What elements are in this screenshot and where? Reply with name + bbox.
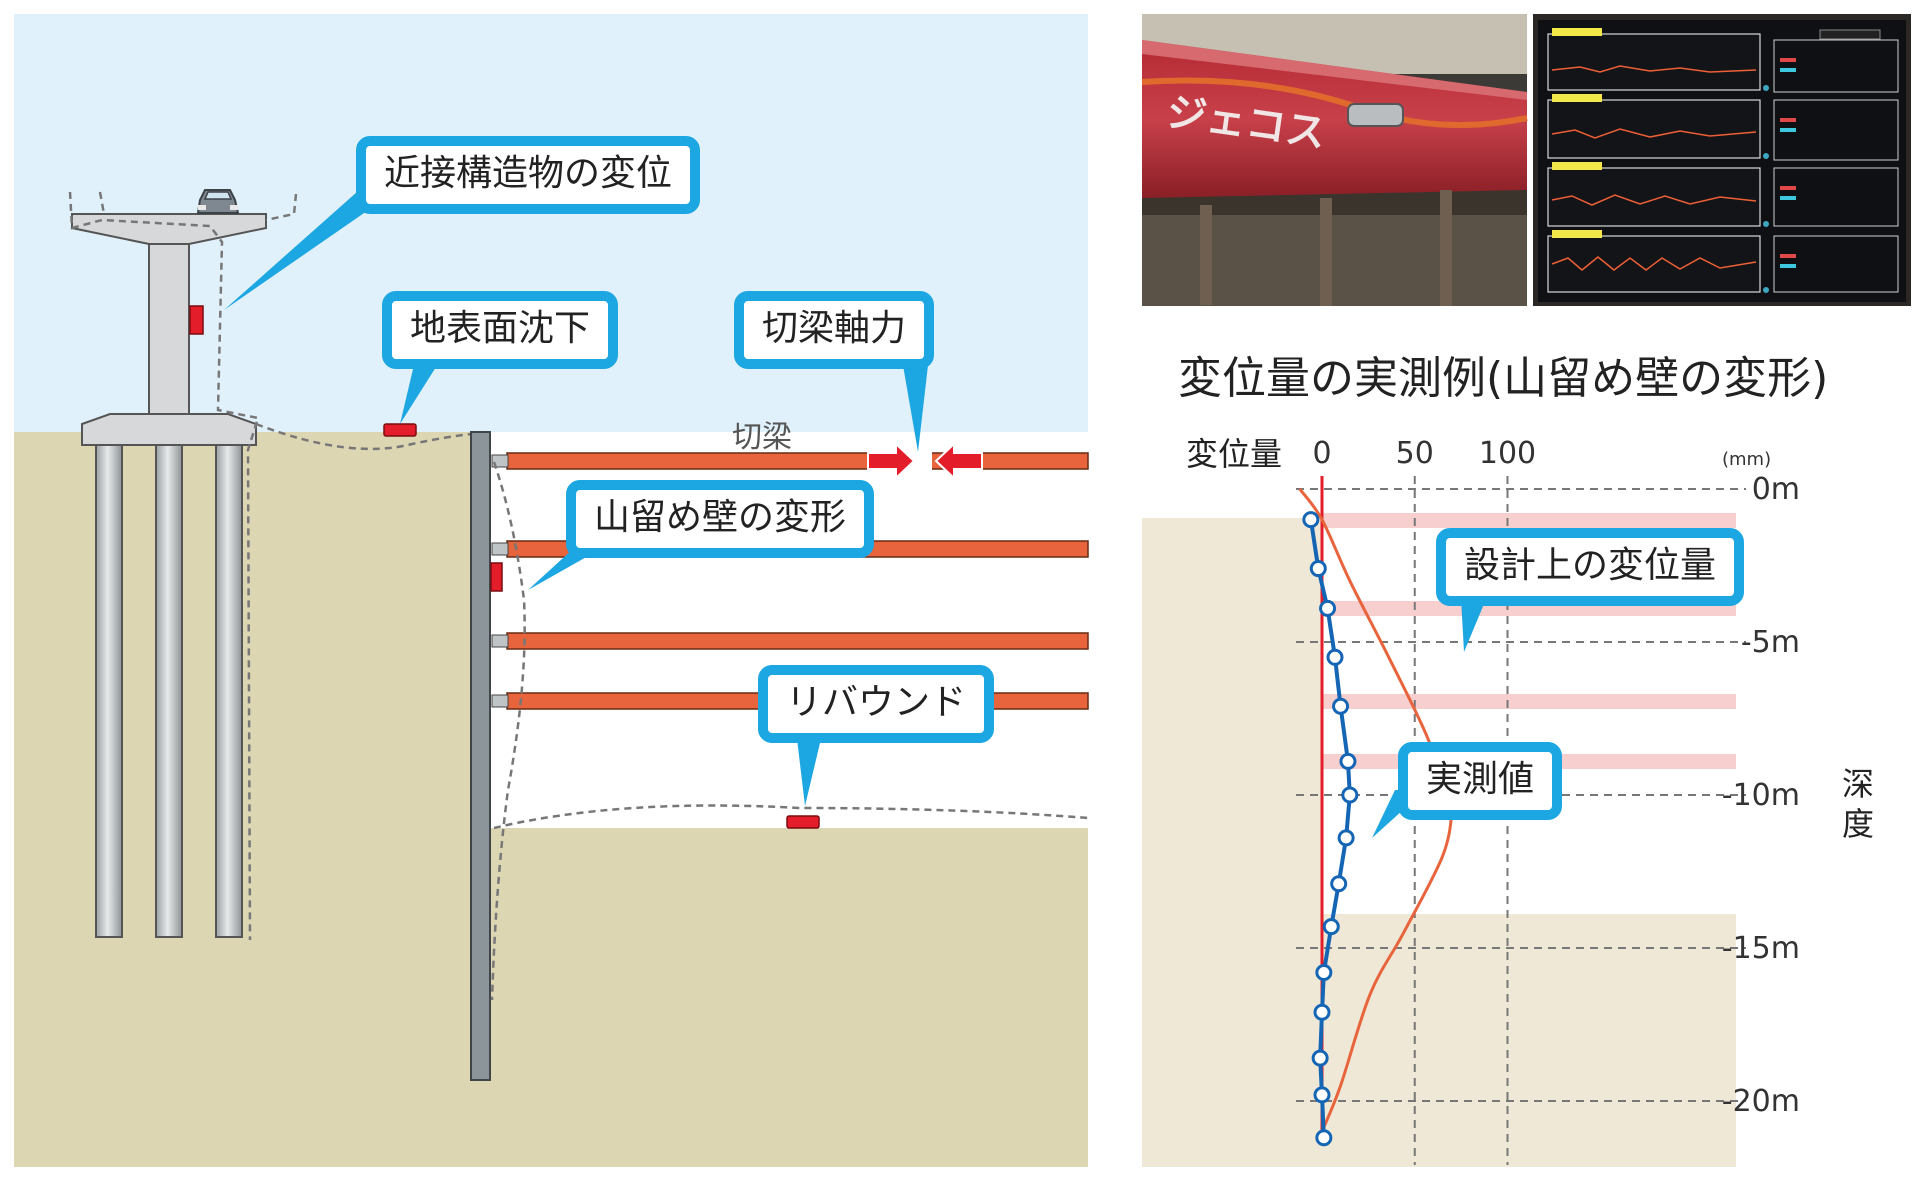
strut-label: 切梁	[732, 420, 792, 455]
measured-point	[1311, 1049, 1329, 1067]
retaining-wall	[470, 431, 491, 1081]
structure-displaced-outline	[98, 191, 298, 222]
measured-point	[1309, 560, 1327, 578]
y-axis-label-char: 深	[1842, 765, 1874, 803]
strut-bracket	[491, 542, 509, 556]
structure-pier	[148, 243, 190, 415]
structure-pile	[155, 444, 183, 938]
y-axis-ticks: 0m -5m -10m -15m -20m	[1722, 472, 1800, 1119]
x-tick-label: 0	[1312, 436, 1331, 471]
y-tick-label: -5m	[1741, 625, 1800, 660]
strut-beam	[506, 452, 1089, 470]
strut-bracket	[491, 634, 509, 648]
structure-sensor	[189, 305, 204, 335]
design-displacement-callout: 設計上の変位量	[1436, 528, 1745, 606]
strut-force-arrow-left-icon	[867, 441, 916, 481]
measured-point	[1332, 697, 1350, 715]
measured-point	[1337, 829, 1355, 847]
strut-force-arrow-right-icon	[934, 441, 983, 481]
retaining-wall-deformation-callout: 山留め壁の変形	[566, 480, 875, 558]
wall-sensor	[490, 562, 503, 592]
structure-displaced-outline	[68, 191, 260, 941]
x-axis-unit: (mm)	[1722, 449, 1771, 470]
wall-deformation-curve	[490, 461, 526, 1001]
rebound-sensor	[786, 815, 820, 829]
measured-value-callout: 実測値	[1398, 742, 1563, 820]
car-icon	[196, 189, 240, 214]
site-photo: ジェコス	[1141, 14, 1528, 306]
structure-footing	[81, 413, 257, 446]
measured-point	[1341, 786, 1359, 804]
y-axis-label: 深度	[1842, 765, 1874, 843]
rebound-curve	[493, 804, 1089, 830]
strut-axial-force-callout: 切梁軸力	[734, 291, 935, 369]
structure-pile	[95, 444, 123, 938]
ground-settlement-curve	[255, 422, 473, 451]
site-section-diagram: 切梁	[14, 14, 1089, 1167]
ground-settlement-sensor	[383, 423, 417, 437]
measured-point	[1319, 599, 1337, 617]
callout-tail	[795, 722, 825, 806]
chart-title: 変位量の実測例(山留め壁の変形)	[1178, 353, 1828, 404]
adjacent-structure	[68, 189, 298, 941]
measured-point	[1315, 1129, 1333, 1147]
measured-point	[1339, 752, 1357, 770]
measured-point	[1302, 511, 1320, 529]
measured-point	[1322, 918, 1340, 936]
y-tick-label: -15m	[1722, 931, 1800, 966]
rebound-callout: リバウンド	[758, 665, 995, 743]
chart-soil-strip	[1322, 914, 1736, 1167]
callout-tail	[224, 184, 406, 310]
strut-beam	[506, 632, 1089, 650]
strut-bracket	[491, 694, 509, 708]
measured-point	[1313, 1086, 1331, 1104]
measured-point	[1313, 1003, 1331, 1021]
x-tick-label: 100	[1479, 436, 1536, 471]
x-tick-label: 50	[1396, 436, 1434, 471]
displacement-chart: 変位量の実測例(山留め壁の変形) 0 50 100 0m -5m -10m -15m -20…	[1142, 353, 1874, 1167]
y-tick-label: 0m	[1752, 472, 1800, 507]
y-tick-label: -10m	[1722, 778, 1800, 813]
x-axis-ticks: 0 50 100	[1312, 436, 1536, 471]
measured-point	[1326, 648, 1344, 666]
ground-settlement-callout: 地表面沈下	[382, 291, 619, 369]
monitor-screen-photo	[1533, 14, 1911, 306]
y-axis-label-char: 度	[1842, 805, 1874, 843]
callout-tail	[900, 348, 930, 452]
adjacent-structure-displacement-callout: 近接構造物の変位	[356, 136, 701, 214]
measured-point	[1315, 963, 1333, 981]
y-tick-label: -20m	[1722, 1084, 1800, 1119]
x-axis-label: 変位量	[1186, 435, 1282, 473]
structure-pile	[215, 444, 243, 938]
measured-point	[1330, 875, 1348, 893]
